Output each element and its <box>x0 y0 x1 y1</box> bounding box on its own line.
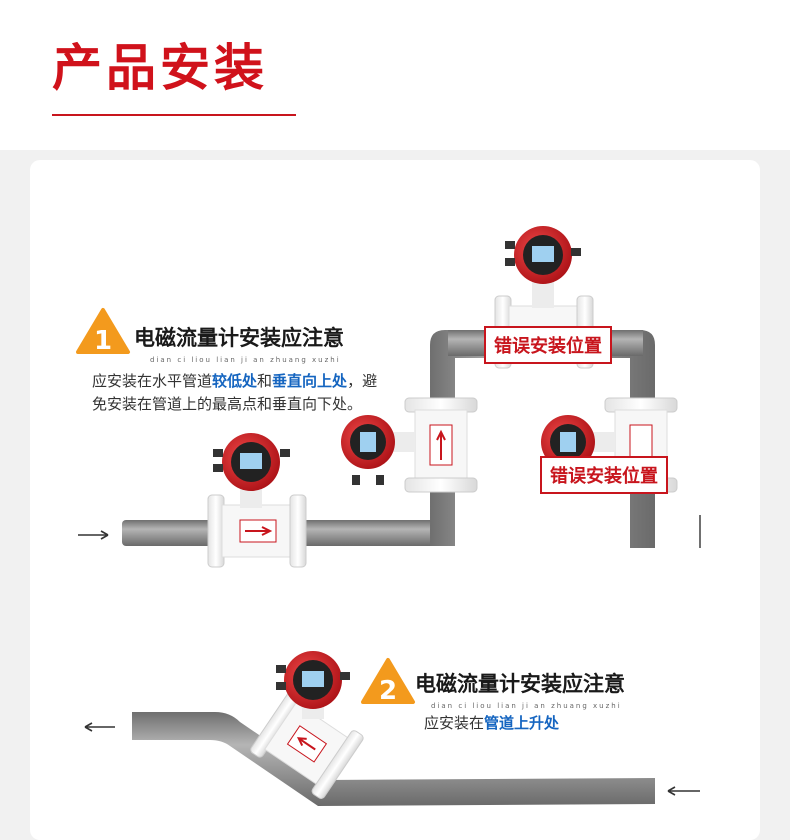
note1-title: 电磁流量计安装应注意 <box>134 326 344 350</box>
note2-body-text: 应安装在 <box>424 714 485 732</box>
warning-triangle-icon-1: 1 <box>76 308 130 356</box>
flowmeter-correct-horizontal <box>207 433 307 568</box>
note-2: 电磁流量计安装应注意 dian ci liou lian ji an zhuan… <box>415 668 625 710</box>
header: 产品安装 <box>0 0 790 150</box>
note2-highlight-rising: 管道上升处 <box>484 714 560 732</box>
note1-body-text: 应安装在水平管道 <box>92 372 213 390</box>
wrong-position-label-top: 错误安装位置 <box>484 326 612 364</box>
note1-highlight-vertical: 垂直向上处 <box>272 372 348 390</box>
note1-body-rest: ，避免安装在管道上的最高点和垂直向下处。 <box>92 372 378 413</box>
note-1: 电磁流量计安装应注意 dian ci liou lian ji an zhuan… <box>134 322 344 364</box>
note1-body: 应安装在水平管道较低处和垂直向上处，避免安装在管道上的最高点和垂直向下处。 <box>92 370 382 416</box>
note1-pinyin: dian ci liou lian ji an zhuang xuzhi <box>150 356 341 364</box>
note1-number: 1 <box>94 326 112 356</box>
note2-pinyin: dian ci liou lian ji an zhuang xuzhi <box>431 702 622 710</box>
lower-pipeline <box>132 712 655 806</box>
flowmeter-correct-vertical <box>341 397 478 493</box>
wrong-position-label-right: 错误安装位置 <box>540 456 668 494</box>
flow-arrow-icon <box>78 530 109 540</box>
note2-body: 应安装在管道上升处 <box>424 712 559 735</box>
warning-triangle-icon-2: 2 <box>361 658 415 706</box>
note1-body-and: 和 <box>257 372 273 390</box>
page-title: 产品安装 <box>52 39 268 97</box>
note1-highlight-low: 较低处 <box>212 372 258 390</box>
title-divider <box>52 114 296 116</box>
note2-number: 2 <box>379 676 397 706</box>
flowmeter-correct-rising <box>250 651 364 799</box>
inlet-arrow-icon <box>667 786 700 796</box>
outlet-arrow-icon <box>84 722 115 732</box>
note2-title: 电磁流量计安装应注意 <box>415 672 625 696</box>
